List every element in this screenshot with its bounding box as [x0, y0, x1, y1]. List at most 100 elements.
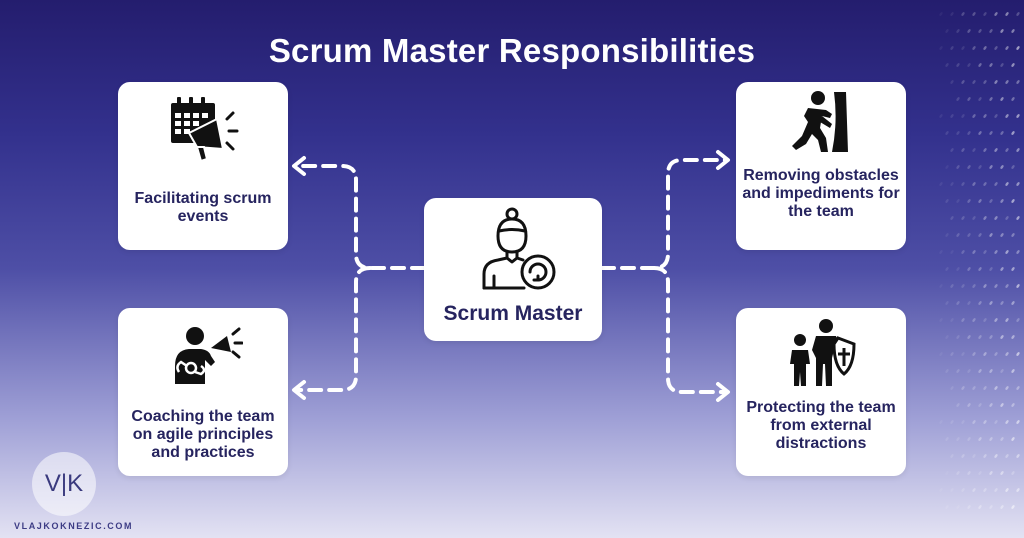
responsibility-card-protecting: Protecting the team from external distra…	[736, 308, 906, 476]
decorative-dot	[967, 505, 971, 509]
decorative-dot	[1011, 165, 1015, 169]
decorative-dot	[1005, 12, 1009, 16]
decorative-dot	[1005, 454, 1009, 458]
decorative-dot	[989, 437, 993, 441]
decorative-dot	[961, 318, 965, 322]
decorative-dot	[956, 63, 960, 67]
decorative-dot	[972, 420, 976, 424]
decorative-dot	[1000, 335, 1004, 339]
decorative-dot	[983, 318, 987, 322]
decorative-dot	[1016, 352, 1020, 356]
decorative-dot	[956, 267, 960, 271]
decorative-dot	[1011, 369, 1015, 373]
decorative-dot	[989, 63, 993, 67]
decorative-dot	[1005, 46, 1009, 50]
decorative-dot	[1000, 301, 1004, 305]
decorative-dot	[956, 29, 960, 33]
decorative-dot	[978, 199, 982, 203]
decorative-dot	[983, 46, 987, 50]
decorative-dot	[1005, 284, 1009, 288]
decorative-dot	[994, 250, 998, 254]
responsibility-card-removing: Removing obstacles and impediments for t…	[736, 82, 906, 250]
decorative-dot	[961, 420, 965, 424]
decorative-dot	[983, 114, 987, 118]
decorative-dot	[967, 199, 971, 203]
decorative-dot	[945, 199, 949, 203]
decorative-dot	[1011, 437, 1015, 441]
decorative-dot	[950, 352, 954, 356]
decorative-dot	[1011, 335, 1015, 339]
decorative-dot	[978, 233, 982, 237]
arrowhead-facilitating	[292, 156, 306, 176]
decorative-dot	[1000, 131, 1004, 135]
shield-protector-icon	[790, 319, 856, 386]
decorative-dot	[967, 335, 971, 339]
decorative-dot	[1016, 488, 1020, 492]
decorative-dot	[1005, 182, 1009, 186]
decorative-dot	[950, 148, 954, 152]
decorative-dot	[983, 216, 987, 220]
decorative-dot	[950, 46, 954, 50]
decorative-dot	[972, 352, 976, 356]
decorative-dot	[956, 131, 960, 135]
decorative-dot	[972, 182, 976, 186]
decorative-dot	[1005, 318, 1009, 322]
decorative-dot	[1005, 148, 1009, 152]
decorative-dot	[972, 250, 976, 254]
decorative-dot	[983, 250, 987, 254]
decorative-dot	[939, 182, 943, 186]
decorative-dot	[989, 335, 993, 339]
decorative-dot	[961, 454, 965, 458]
decorative-dot	[945, 505, 949, 509]
connector-to-protecting	[652, 266, 728, 394]
decorative-dot	[1000, 437, 1004, 441]
connector-to-coaching	[294, 266, 372, 392]
decorative-dot	[989, 97, 993, 101]
decorative-dot	[994, 216, 998, 220]
decorative-dot	[1005, 80, 1009, 84]
decorative-dot	[972, 386, 976, 390]
decorative-dot	[972, 148, 976, 152]
decorative-dot	[939, 250, 943, 254]
decorative-dot	[1000, 505, 1004, 509]
decorative-dot	[1000, 29, 1004, 33]
decorative-dot	[956, 369, 960, 373]
decorative-dot	[1016, 12, 1020, 16]
decorative-dot	[961, 80, 965, 84]
decorative-dot	[983, 284, 987, 288]
decorative-dot	[983, 420, 987, 424]
decorative-dot	[978, 335, 982, 339]
decorative-dot	[961, 386, 965, 390]
decorative-dot	[1000, 199, 1004, 203]
decorative-dot	[983, 182, 987, 186]
decorative-dot	[1011, 131, 1015, 135]
decorative-dot	[1011, 505, 1015, 509]
decorative-dot	[1000, 63, 1004, 67]
decorative-dot	[989, 505, 993, 509]
decorative-dot	[950, 454, 954, 458]
decorative-dot	[967, 403, 971, 407]
decorative-dot	[961, 46, 965, 50]
decorative-dot	[1000, 403, 1004, 407]
scrum-master-card: Scrum Master	[424, 198, 602, 341]
decorative-dot	[1016, 420, 1020, 424]
decorative-dot	[939, 488, 943, 492]
decorative-dot	[950, 250, 954, 254]
decorative-dot	[956, 97, 960, 101]
decorative-dot	[950, 386, 954, 390]
decorative-dot	[956, 335, 960, 339]
decorative-dot	[994, 80, 998, 84]
decorative-dot	[1016, 182, 1020, 186]
coaching-label: Coaching the team on agile principles an…	[131, 408, 275, 461]
decorative-dot	[972, 284, 976, 288]
decorative-dot	[1011, 403, 1015, 407]
facilitating-label: Facilitating scrum events	[134, 190, 272, 225]
decorative-dot	[994, 182, 998, 186]
decorative-dot	[994, 12, 998, 16]
decorative-dot	[967, 97, 971, 101]
connector-to-removing	[600, 158, 728, 270]
decorative-dot	[978, 437, 982, 441]
decorative-dot	[939, 46, 943, 50]
coach-megaphone-icon	[175, 327, 243, 384]
decorative-dot	[967, 165, 971, 169]
